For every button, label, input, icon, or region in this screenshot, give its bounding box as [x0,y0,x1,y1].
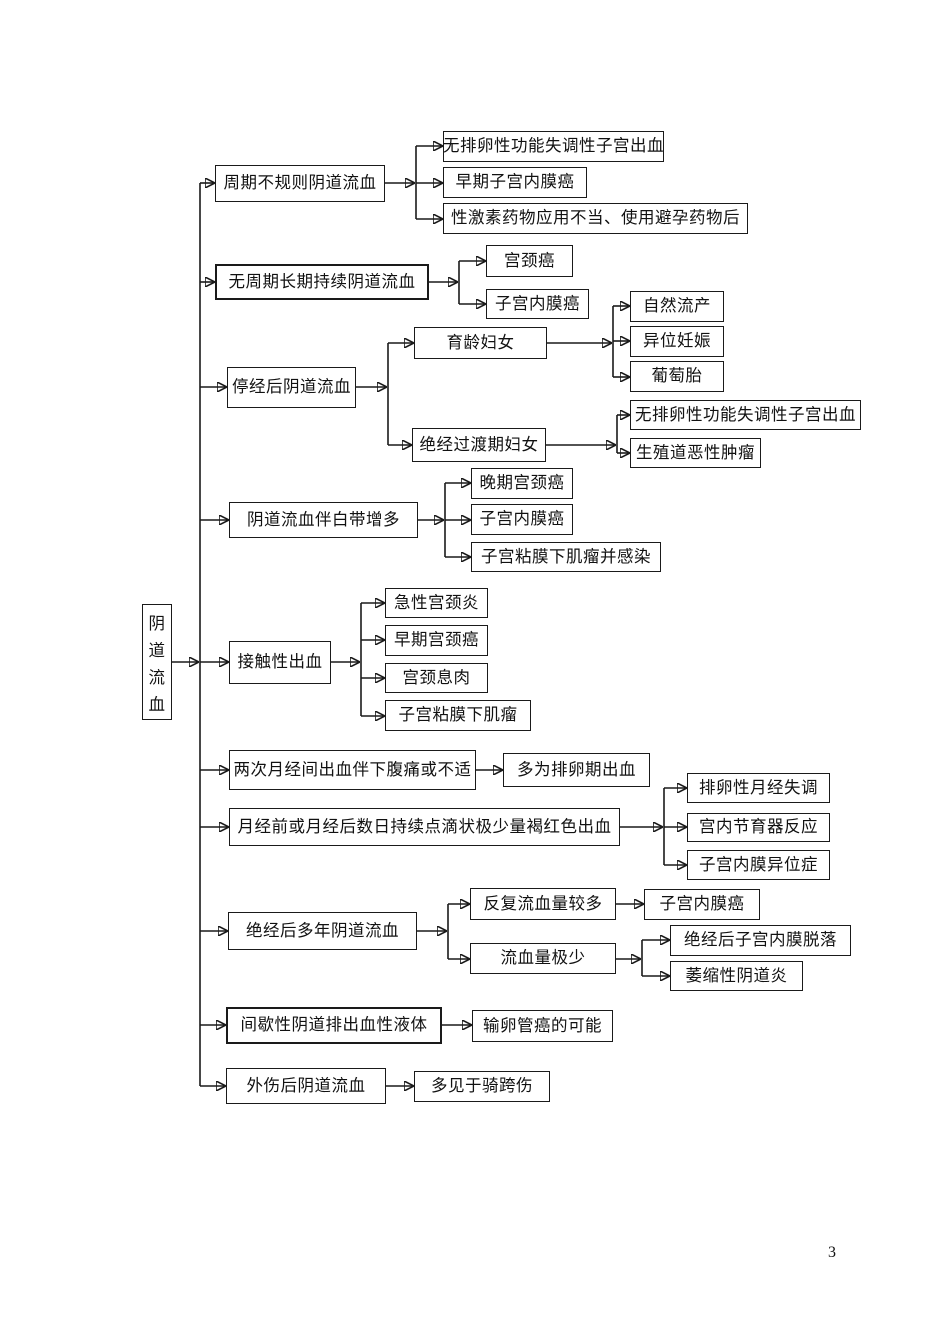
node-atrophic-vaginitis: 萎缩性阴道炎 [670,961,803,991]
node-intermenstrual-bleeding-pain: 两次月经间出血伴下腹痛或不适 [229,750,476,790]
node-submucosal-myoma: 子宫粘膜下肌瘤 [385,700,531,731]
node-hormone-drug-misuse: 性激素药物应用不当、使用避孕药物后 [443,203,748,234]
node-acute-cervicitis: 急性宫颈炎 [385,588,488,618]
node-cervical-polyp: 宫颈息肉 [385,663,488,693]
node-repeated-heavy-bleeding: 反复流血量较多 [470,888,616,920]
node-reproductive-age-women: 育龄妇女 [414,327,547,359]
node-endometrial-cancer-3: 子宫内膜癌 [644,889,760,920]
node-irregular-cycle-bleeding: 周期不规则阴道流血 [215,165,385,202]
page-number: 3 [828,1244,836,1261]
node-perimenopausal-women: 绝经过渡期妇女 [412,428,546,462]
node-contact-bleeding: 接触性出血 [229,641,331,684]
node-ovulatory-menstrual-disorder: 排卵性月经失调 [687,773,830,803]
node-genital-tract-malignancy: 生殖道恶性肿瘤 [630,438,761,468]
node-acyclic-persistent-bleeding: 无周期长期持续阴道流血 [215,264,429,300]
node-advanced-cervical-cancer: 晚期宫颈癌 [471,468,573,499]
node-fallopian-tube-cancer: 输卵管癌的可能 [472,1010,613,1042]
node-postmenopausal-endometrial-shedding: 绝经后子宫内膜脱落 [670,925,851,956]
node-trauma-bleeding: 外伤后阴道流血 [226,1068,386,1104]
node-spontaneous-abortion: 自然流产 [630,291,724,322]
node-vaginal-bleeding-root: 阴道流血 [142,604,172,720]
node-submucosal-myoma-infection: 子宫粘膜下肌瘤并感染 [471,542,661,572]
node-postmenopausal-bleeding: 绝经后多年阴道流血 [228,912,417,950]
node-hydatidiform-mole: 葡萄胎 [630,361,724,392]
node-early-endometrial-cancer: 早期子宫内膜癌 [443,167,587,198]
node-anovulatory-dub-2: 无排卵性功能失调性子宫出血 [630,400,861,430]
node-endometrial-cancer: 子宫内膜癌 [486,289,589,319]
node-iud-reaction: 宫内节育器反应 [687,813,830,842]
node-intermittent-bloody-discharge: 间歇性阴道排出血性液体 [226,1007,442,1044]
node-peri-menstrual-spotting: 月经前或月经后数日持续点滴状极少量褐红色出血 [229,808,620,846]
node-ectopic-pregnancy: 异位妊娠 [630,326,724,357]
node-endometrial-cancer-2: 子宫内膜癌 [471,504,573,535]
node-bleeding-with-leukorrhea: 阴道流血伴白带增多 [229,502,418,538]
node-straddle-injury: 多见于骑跨伤 [414,1071,550,1102]
node-cervical-cancer: 宫颈癌 [486,245,573,277]
node-bleeding-after-amenorrhea: 停经后阴道流血 [227,367,356,408]
node-anovulatory-dub: 无排卵性功能失调性子宫出血 [443,131,664,162]
node-endometriosis: 子宫内膜异位症 [687,850,830,880]
node-minimal-bleeding: 流血量极少 [470,943,616,974]
node-early-cervical-cancer: 早期宫颈癌 [385,625,488,656]
node-ovulation-bleeding: 多为排卵期出血 [503,753,650,787]
